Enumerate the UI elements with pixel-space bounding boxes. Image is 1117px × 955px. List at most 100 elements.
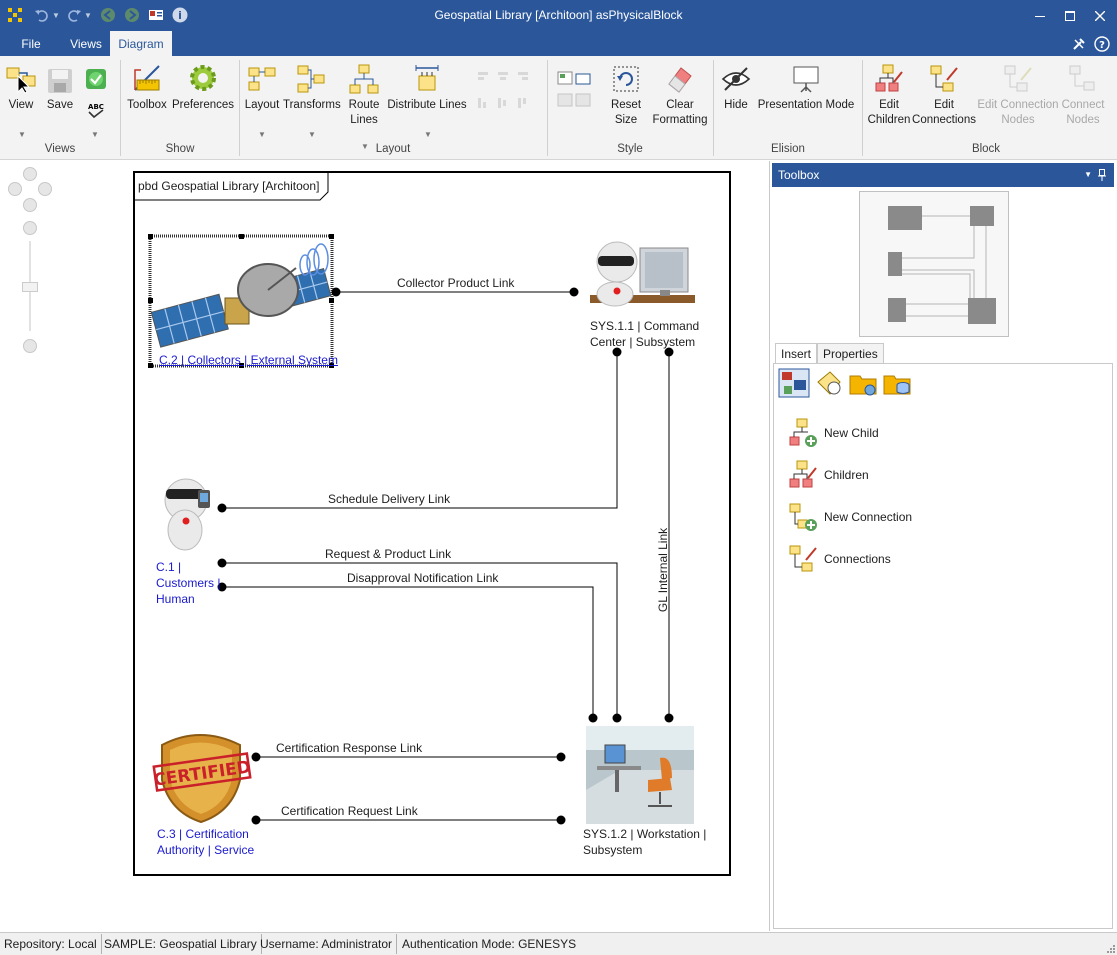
- zoom-out-button[interactable]: [23, 339, 37, 353]
- insert-diagram-icon[interactable]: [778, 368, 810, 398]
- close-button[interactable]: [1083, 0, 1117, 31]
- undo-dropdown-icon[interactable]: ▼: [52, 11, 60, 20]
- selection-handles[interactable]: [148, 234, 334, 368]
- certification-response-link-label[interactable]: Certification Response Link: [276, 741, 423, 755]
- frame-title: pbd Geospatial Library [Architoon]: [138, 179, 320, 193]
- align-icons[interactable]: [476, 70, 538, 110]
- preferences-button[interactable]: Preferences: [172, 62, 234, 113]
- workstation-node-label[interactable]: SYS.1.2 | Workstation |Subsystem: [583, 826, 706, 858]
- schedule-delivery-link-label[interactable]: Schedule Delivery Link: [328, 492, 451, 506]
- maximize-button[interactable]: [1053, 0, 1087, 31]
- new-connection-icon: [789, 503, 817, 531]
- check-icon[interactable]: [85, 68, 107, 90]
- hide-label: Hide: [724, 99, 748, 111]
- app-logo-icon[interactable]: [7, 7, 23, 23]
- insert-shape-icon[interactable]: [814, 368, 844, 398]
- id-card-icon[interactable]: [148, 7, 164, 23]
- undo-icon[interactable]: [34, 7, 50, 23]
- customers-label-line-2: Customers |: [156, 576, 221, 590]
- customers-node-label[interactable]: C.1 |Customers |Human: [156, 559, 220, 607]
- disapproval-link-line[interactable]: [222, 586, 594, 718]
- insert-folder-icon[interactable]: [848, 368, 878, 398]
- close-icon: [1095, 10, 1105, 21]
- toolbox-label: Toolbox: [127, 99, 167, 111]
- zoom-slider-thumb[interactable]: [22, 282, 38, 292]
- pan-right-button[interactable]: [38, 182, 52, 196]
- tab-insert[interactable]: Insert: [775, 343, 818, 363]
- view-label: View: [8, 99, 34, 111]
- presentation-mode-button[interactable]: Presentation Mode: [756, 64, 856, 113]
- tab-properties[interactable]: Properties: [817, 343, 884, 363]
- disapproval-notification-link-label[interactable]: Disapproval Notification Link: [347, 571, 499, 585]
- spellcheck-dropdown-icon[interactable]: ▼: [91, 130, 99, 139]
- diagram-preview[interactable]: [859, 191, 1009, 337]
- pin-icon[interactable]: [1098, 169, 1106, 181]
- view-button[interactable]: View: [4, 62, 38, 113]
- tab-file[interactable]: File: [21, 37, 41, 51]
- group-separator: [547, 60, 548, 156]
- panel-dropdown-icon[interactable]: ▼: [1084, 170, 1092, 179]
- help-icon[interactable]: i: [172, 7, 188, 23]
- insert-new-connection-item[interactable]: New Connection: [788, 502, 912, 532]
- svg-text:i: i: [178, 9, 182, 22]
- insert-folder-database-icon[interactable]: [882, 368, 912, 398]
- redo-icon[interactable]: [66, 7, 82, 23]
- pan-left-button[interactable]: [8, 182, 22, 196]
- transforms-button[interactable]: Transforms: [283, 64, 341, 113]
- help-circle-icon[interactable]: ?: [1094, 36, 1110, 52]
- distribute-lines-button[interactable]: Distribute Lines: [386, 64, 468, 113]
- toolbox-button[interactable]: Toolbox: [125, 62, 169, 113]
- save-button[interactable]: Save: [44, 68, 76, 113]
- certification-request-link-label[interactable]: Certification Request Link: [281, 804, 418, 818]
- spellcheck-icon[interactable]: ABC: [85, 98, 107, 120]
- reset-size-label: Reset: [610, 99, 642, 111]
- presentation-mode-label: Presentation Mode: [757, 99, 855, 111]
- tab-diagram[interactable]: Diagram: [110, 31, 172, 56]
- transforms-dropdown-icon[interactable]: ▼: [308, 130, 316, 139]
- route-lines-dropdown-icon[interactable]: ▼: [361, 142, 369, 151]
- style-format-icons[interactable]: [556, 70, 596, 110]
- layout-button[interactable]: Layout: [242, 64, 282, 113]
- distribute-lines-dropdown-icon[interactable]: ▼: [424, 130, 432, 139]
- resize-grip-icon[interactable]: [1105, 943, 1115, 953]
- minimize-button[interactable]: [1023, 0, 1057, 31]
- pan-down-button[interactable]: [23, 198, 37, 212]
- workstation-label-line-2: Subsystem: [583, 843, 643, 857]
- insert-new-child-item[interactable]: New Child: [788, 418, 879, 448]
- view-dropdown-icon[interactable]: ▼: [18, 130, 26, 139]
- back-icon[interactable]: [100, 7, 116, 23]
- insert-connections-item[interactable]: Connections: [788, 544, 891, 574]
- insert-children-item[interactable]: Children: [788, 460, 869, 490]
- forward-icon[interactable]: [124, 7, 140, 23]
- command-center-label-line-1: SYS.1.1 | Command: [590, 319, 700, 333]
- gl-internal-link-label[interactable]: GL Internal Link: [656, 527, 670, 613]
- link-endpoints[interactable]: [217, 287, 674, 825]
- collectors-node-label[interactable]: C.2 | Collectors | External System: [159, 353, 338, 367]
- edit-children-label: Edit: [879, 99, 899, 111]
- route-lines-label-2: Lines: [350, 114, 378, 126]
- schedule-delivery-link-line[interactable]: [222, 352, 618, 509]
- transforms-icon: [297, 65, 325, 93]
- layout-dropdown-icon[interactable]: ▼: [258, 130, 266, 139]
- pan-up-button[interactable]: [23, 167, 37, 181]
- hide-button[interactable]: Hide: [718, 64, 754, 113]
- request-product-link-label[interactable]: Request & Product Link: [325, 547, 452, 561]
- zoom-in-button[interactable]: [23, 221, 37, 235]
- tools-icon[interactable]: [1072, 37, 1086, 51]
- connect-nodes-icon: [1069, 65, 1095, 91]
- request-product-link-line[interactable]: [222, 562, 618, 718]
- preferences-label: Preferences: [172, 99, 235, 111]
- collector-product-link-label[interactable]: Collector Product Link: [397, 276, 515, 290]
- edit-connections-label-2: Connections: [912, 114, 976, 126]
- redo-dropdown-icon[interactable]: ▼: [84, 11, 92, 20]
- tab-views[interactable]: Views: [70, 37, 102, 51]
